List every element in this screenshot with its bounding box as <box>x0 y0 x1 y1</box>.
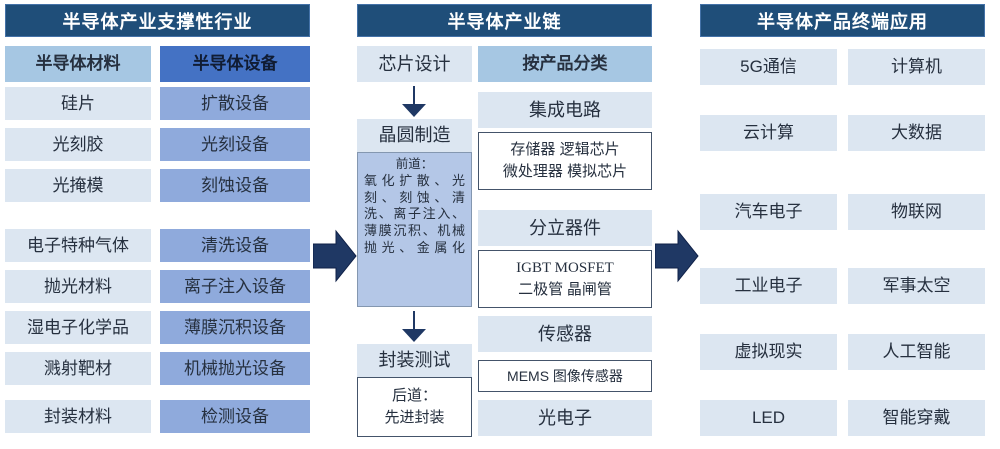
stage-packaging-testing[interactable]: 封装测试 <box>357 344 472 377</box>
application-item[interactable]: LED <box>700 400 837 436</box>
category-integrated-circuits[interactable]: 集成电路 <box>478 92 652 128</box>
application-item[interactable]: 汽车电子 <box>700 194 837 230</box>
application-item[interactable]: 人工智能 <box>848 334 985 370</box>
process-label-front-end: 前道： <box>395 157 434 171</box>
application-item[interactable]: 计算机 <box>848 49 985 85</box>
material-item[interactable]: 封装材料 <box>5 400 151 433</box>
column-head-equipment[interactable]: 半导体设备 <box>160 46 310 82</box>
application-item[interactable]: 虚拟现实 <box>700 334 837 370</box>
equipment-item[interactable]: 离子注入设备 <box>160 270 310 303</box>
equipment-item[interactable]: 清洗设备 <box>160 229 310 262</box>
discrete-items-line-2: 二极管 晶闸管 <box>518 282 612 298</box>
sensor-items-line-1: MEMS 图像传感器 <box>507 367 623 384</box>
panel-header-support: 半导体产业支撑性行业 <box>5 4 310 37</box>
ic-items-line-2: 微处理器 模拟芯片 <box>502 163 628 180</box>
category-optoelectronics[interactable]: 光电子 <box>478 400 652 436</box>
category-sensors[interactable]: 传感器 <box>478 316 652 352</box>
process-label-back-end: 后道： <box>391 387 437 405</box>
application-item[interactable]: 工业电子 <box>700 268 837 304</box>
application-item[interactable]: 5G通信 <box>700 49 837 85</box>
equipment-item[interactable]: 检测设备 <box>160 400 310 433</box>
arrow-fab-to-package <box>402 311 426 343</box>
material-item[interactable]: 光掩模 <box>5 169 151 202</box>
arrow-support-to-chain <box>313 228 357 284</box>
material-item[interactable]: 湿电子化学品 <box>5 311 151 344</box>
panel-header-chain: 半导体产业链 <box>357 4 652 37</box>
discrete-items-line-1: IGBT MOSFET <box>516 259 614 276</box>
column-head-materials[interactable]: 半导体材料 <box>5 46 151 82</box>
application-item[interactable]: 大数据 <box>848 115 985 151</box>
process-text-front-end: 氧化扩散、光刻、刻蚀、清洗、离子注入、薄膜沉积、机械抛光、金属化 <box>364 173 465 255</box>
ic-items-line-1: 存储器 逻辑芯片 <box>510 140 620 158</box>
category-discrete-devices[interactable]: 分立器件 <box>478 210 652 246</box>
equipment-item[interactable]: 薄膜沉积设备 <box>160 311 310 344</box>
packaging-process-detail: 后道： 先进封装 <box>357 377 472 437</box>
column-head-product-classification[interactable]: 按产品分类 <box>478 46 652 82</box>
equipment-item[interactable]: 机械抛光设备 <box>160 352 310 385</box>
material-item[interactable]: 光刻胶 <box>5 128 151 161</box>
arrow-chain-to-applications <box>655 228 699 284</box>
material-item[interactable]: 抛光材料 <box>5 270 151 303</box>
equipment-item[interactable]: 光刻设备 <box>160 128 310 161</box>
stage-wafer-fabrication[interactable]: 晶圆制造 <box>357 119 472 152</box>
process-text-back-end: 先进封装 <box>384 409 445 426</box>
discrete-devices-items: IGBT MOSFET 二极管 晶闸管 <box>478 250 652 308</box>
material-item[interactable]: 硅片 <box>5 87 151 120</box>
integrated-circuits-items: 存储器 逻辑芯片 微处理器 模拟芯片 <box>478 132 652 190</box>
material-item[interactable]: 溅射靶材 <box>5 352 151 385</box>
arrow-design-to-fab <box>402 86 426 118</box>
application-item[interactable]: 智能穿戴 <box>848 400 985 436</box>
sensors-items: MEMS 图像传感器 <box>478 360 652 392</box>
application-item[interactable]: 军事太空 <box>848 268 985 304</box>
equipment-item[interactable]: 刻蚀设备 <box>160 169 310 202</box>
wafer-fabrication-process-detail: 前道： 氧化扩散、光刻、刻蚀、清洗、离子注入、薄膜沉积、机械抛光、金属化 <box>357 152 472 307</box>
application-item[interactable]: 云计算 <box>700 115 837 151</box>
material-item[interactable]: 电子特种气体 <box>5 229 151 262</box>
stage-chip-design[interactable]: 芯片设计 <box>357 46 472 82</box>
equipment-item[interactable]: 扩散设备 <box>160 87 310 120</box>
panel-header-applications: 半导体产品终端应用 <box>700 4 985 37</box>
application-item[interactable]: 物联网 <box>848 194 985 230</box>
